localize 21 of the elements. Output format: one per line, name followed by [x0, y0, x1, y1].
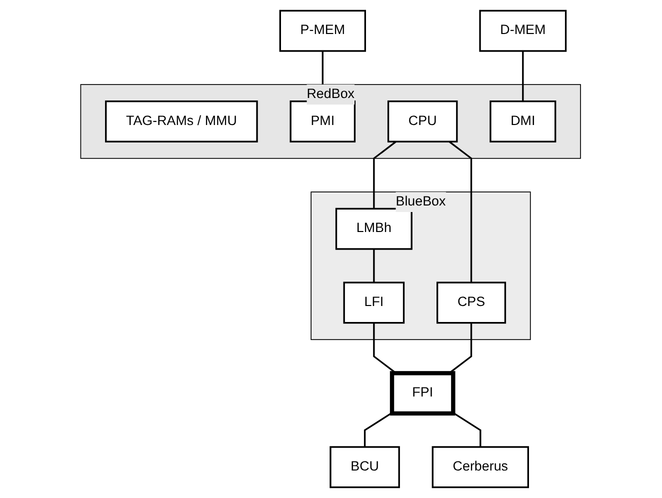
connector [373, 249, 376, 283]
connector [449, 322, 472, 374]
connector [373, 140, 397, 209]
node-box [490, 100, 557, 142]
node-box [390, 371, 456, 416]
connector [453, 412, 482, 447]
node-box [480, 10, 567, 52]
connector [373, 322, 397, 374]
node-box [105, 100, 258, 142]
node-box [344, 282, 405, 324]
node-box [436, 282, 506, 324]
node-box [388, 100, 458, 142]
block-diagram: TAG-RAMs / MMU PMI CPU DMI P-MEM D-MEM LMBh LFI CPS FPI BCU Cerberus BlueBox RedBox [74, 4, 588, 494]
node-box [290, 100, 356, 142]
connector [522, 50, 524, 102]
node-box [280, 10, 366, 52]
node-box [432, 446, 530, 488]
connector [364, 412, 393, 447]
connector [449, 140, 472, 283]
node-box [330, 446, 400, 488]
node-box [336, 208, 413, 250]
